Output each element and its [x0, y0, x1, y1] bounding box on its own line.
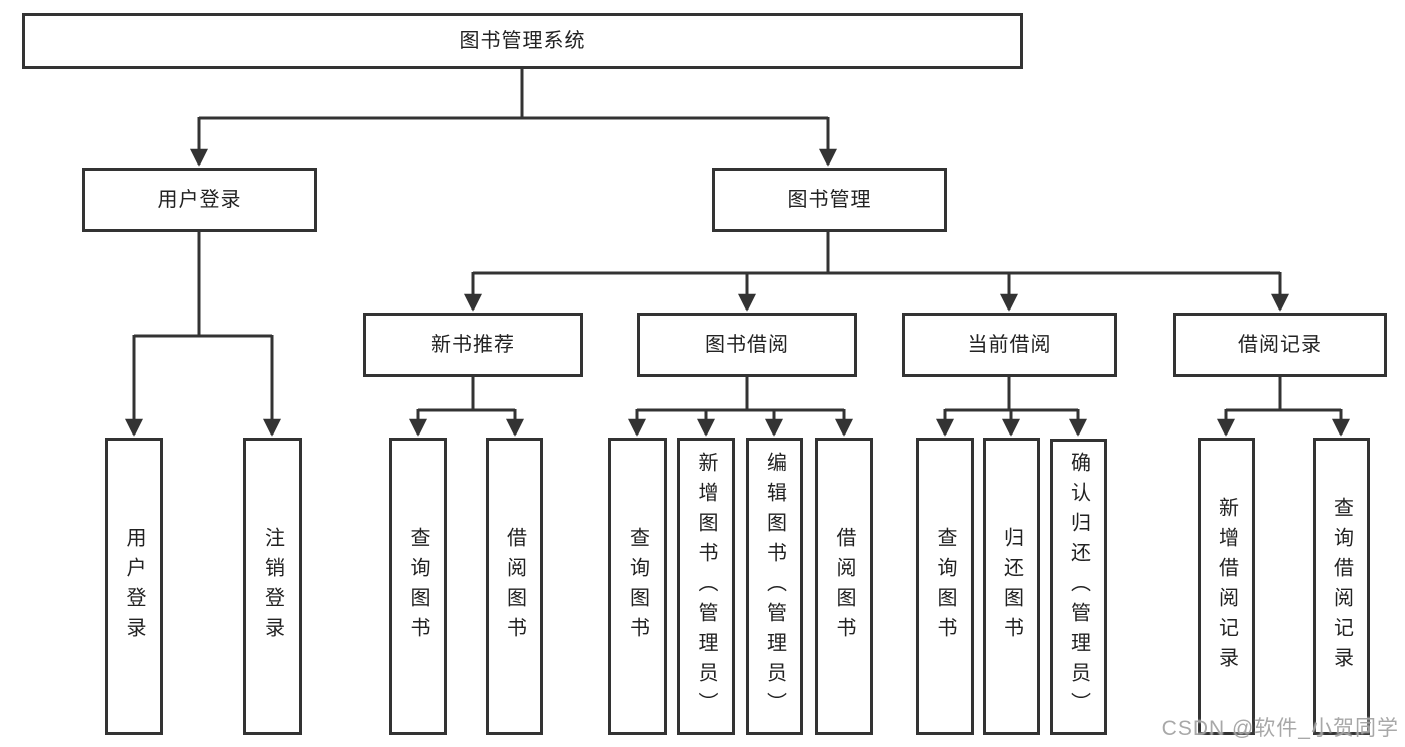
node-library-management-system: 图书管理系统 [22, 13, 1023, 69]
leaf-edit-books-admin: 编辑图书（管理员） [746, 438, 803, 735]
node-new-book-recommendation: 新书推荐 [363, 313, 583, 377]
leaf-query-books-current: 查询图书 [916, 438, 974, 735]
leaf-user-login: 用户登录 [105, 438, 163, 735]
node-book-borrowing: 图书借阅 [637, 313, 857, 377]
leaf-add-books-admin: 新增图书（管理员） [677, 438, 735, 735]
leaf-return-books: 归还图书 [983, 438, 1040, 735]
leaf-borrow-books-recommend: 借阅图书 [486, 438, 543, 735]
leaf-query-books-borrow: 查询图书 [608, 438, 667, 735]
leaf-add-borrow-record: 新增借阅记录 [1198, 438, 1255, 735]
node-book-management-branch: 图书管理 [712, 168, 947, 232]
leaf-query-books-recommend: 查询图书 [389, 438, 447, 735]
leaf-logout: 注销登录 [243, 438, 302, 735]
node-borrowing-records: 借阅记录 [1173, 313, 1387, 377]
leaf-query-borrow-record: 查询借阅记录 [1313, 438, 1370, 735]
leaf-borrow-books: 借阅图书 [815, 438, 873, 735]
node-current-borrowing: 当前借阅 [902, 313, 1117, 377]
csdn-watermark: CSDN @软件_小贺同学 [1161, 717, 1399, 740]
node-user-login-branch: 用户登录 [82, 168, 317, 232]
leaf-confirm-return-admin: 确认归还（管理员） [1050, 439, 1107, 735]
